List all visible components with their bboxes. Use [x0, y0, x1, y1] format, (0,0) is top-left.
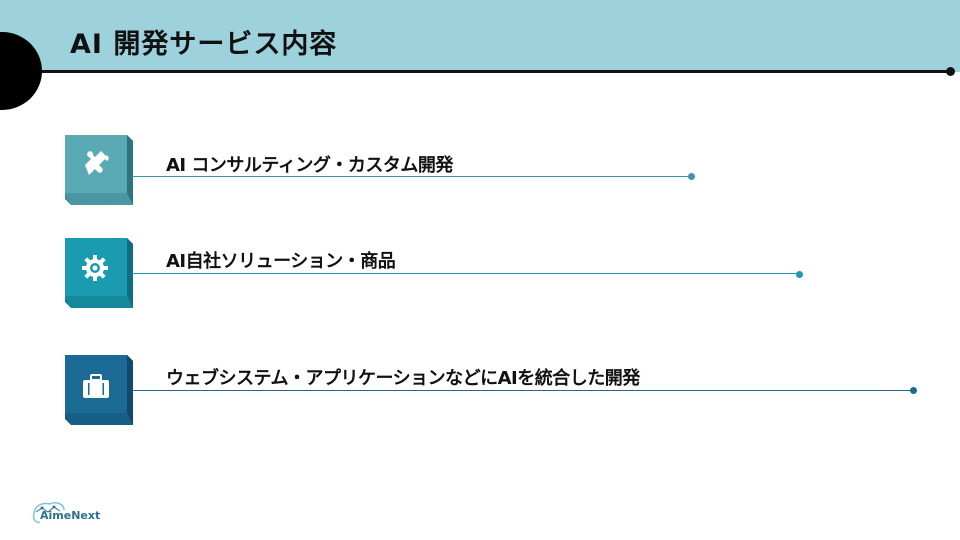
service-rule-dot-solutions [796, 271, 803, 278]
title-underline [0, 70, 950, 73]
service-rule-dot-web-integration [910, 387, 917, 394]
service-card-web-integration [65, 355, 133, 425]
puzzle-icon [85, 151, 109, 175]
service-rule-solutions [132, 273, 800, 274]
slide-title: AI 開発サービス内容 [70, 29, 338, 60]
service-label-web-integration: ウェブシステム・アプリケーションなどにAIを統合した開発 [166, 368, 640, 389]
service-label-consulting: AI コンサルティング・カスタム開発 [166, 155, 453, 176]
service-rule-web-integration [132, 390, 914, 391]
service-rule-consulting [132, 176, 692, 177]
aimenext-logo-text: AimeNext [40, 509, 101, 522]
gear-icon [82, 255, 108, 281]
aimenext-logo-icon [32, 502, 65, 524]
title-bar [0, 0, 960, 72]
service-rule-dot-consulting [688, 173, 695, 180]
service-card-solutions [65, 238, 133, 308]
service-card-consulting [65, 135, 133, 205]
briefcase-icon [83, 374, 109, 398]
service-label-solutions: AI自社ソリューション・商品 [166, 251, 396, 272]
title-underline-dot [946, 67, 955, 76]
